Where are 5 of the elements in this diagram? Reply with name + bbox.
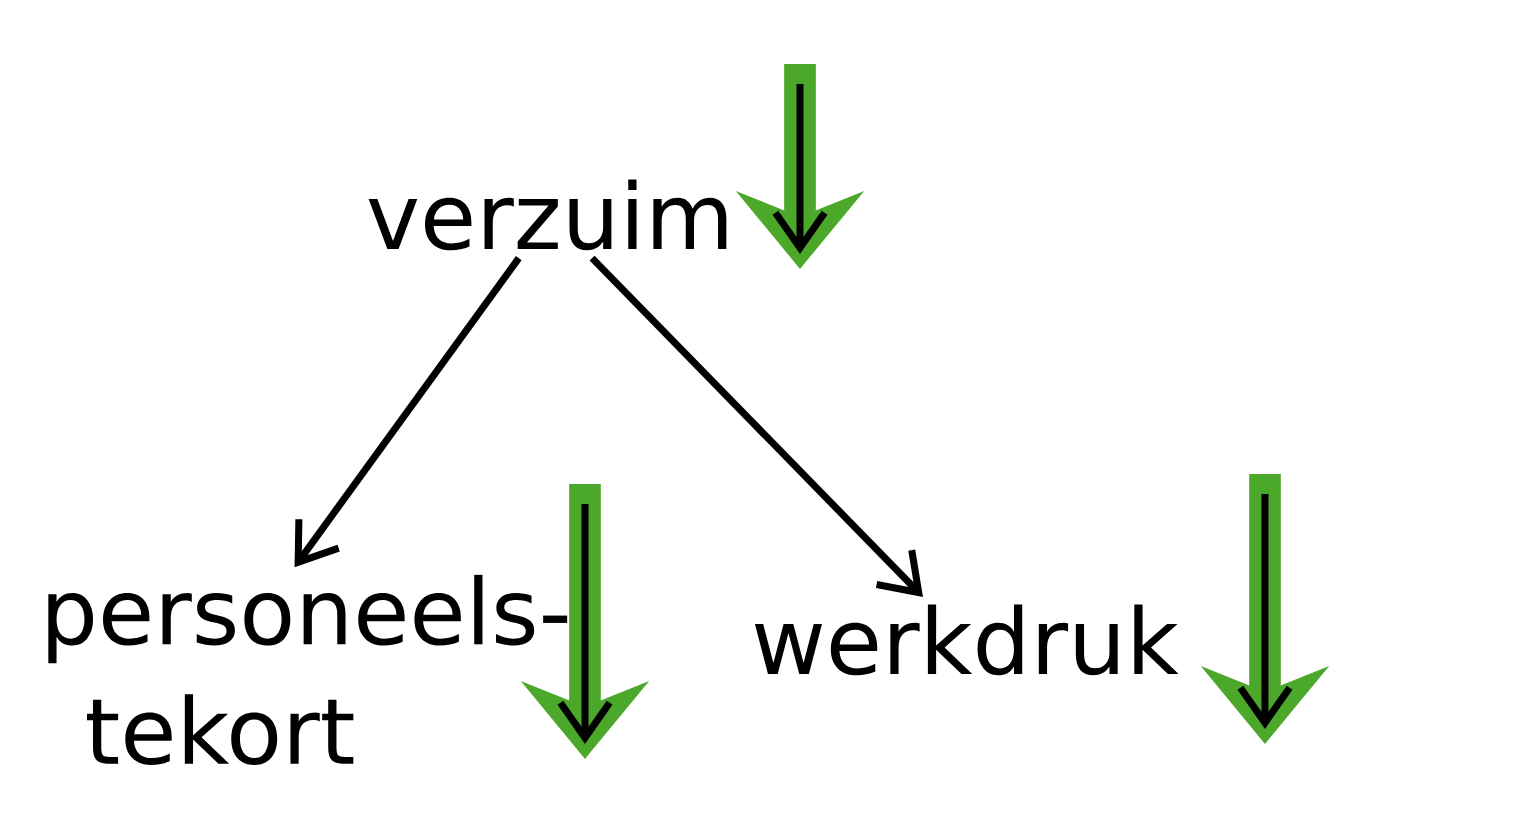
word-label: personeels- tekort bbox=[48, 574, 568, 766]
arrow bbox=[294, 256, 522, 568]
word-label: verzuim bbox=[368, 179, 727, 251]
arrow bbox=[589, 255, 923, 597]
word-label: werkdruk bbox=[754, 604, 1179, 676]
